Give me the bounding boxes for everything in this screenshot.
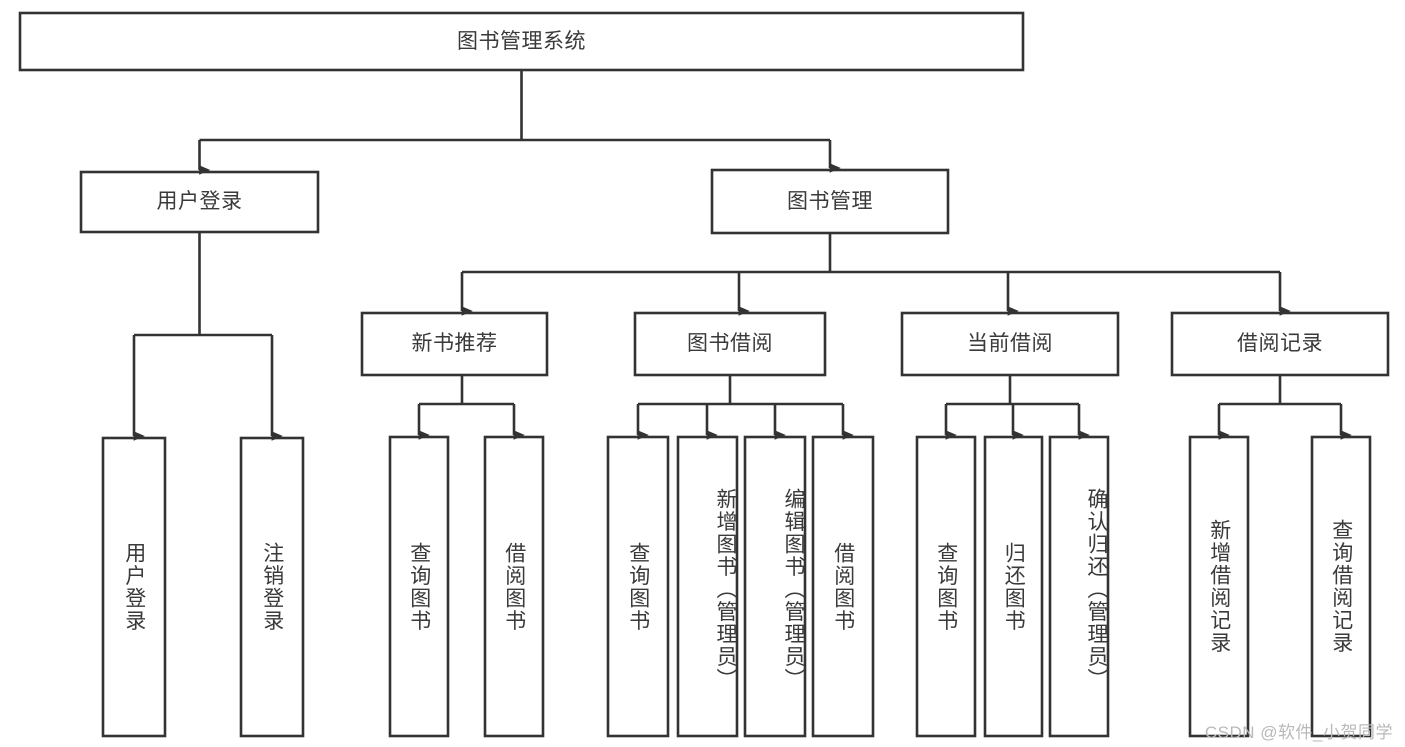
- node-box-add-book-admin[interactable]: [676, 435, 739, 738]
- node-box-query-book-1[interactable]: [388, 435, 450, 738]
- node-box-borrow-record[interactable]: [1170, 311, 1390, 377]
- node-box-add-borrow-record[interactable]: [1188, 435, 1250, 738]
- node-box-query-book-3[interactable]: [915, 435, 977, 738]
- node-box-new-book-recommend[interactable]: [360, 311, 549, 377]
- node-box-query-book-2[interactable]: [606, 435, 670, 738]
- node-box-book-manage[interactable]: [710, 168, 950, 235]
- node-box-borrow-book-2[interactable]: [811, 435, 875, 738]
- node-box-borrow-book-1[interactable]: [483, 435, 545, 738]
- node-box-confirm-return-admin[interactable]: [1048, 435, 1110, 738]
- node-box-current-borrow[interactable]: [900, 311, 1120, 377]
- node-box-query-borrow-record[interactable]: [1310, 435, 1372, 738]
- connectors: [132, 70, 1352, 441]
- node-box-return-book[interactable]: [983, 435, 1044, 738]
- node-box-user-login-do[interactable]: [101, 436, 167, 738]
- node-box-root[interactable]: [18, 11, 1025, 72]
- node-box-edit-book-admin[interactable]: [743, 435, 807, 738]
- node-box-book-borrow[interactable]: [633, 311, 827, 377]
- node-box-user-logout[interactable]: [239, 436, 305, 738]
- csdn-watermark: CSDN @软件_小贺同学: [1204, 723, 1393, 742]
- node-box-user-login[interactable]: [79, 170, 320, 234]
- node-boxes: [18, 11, 1390, 738]
